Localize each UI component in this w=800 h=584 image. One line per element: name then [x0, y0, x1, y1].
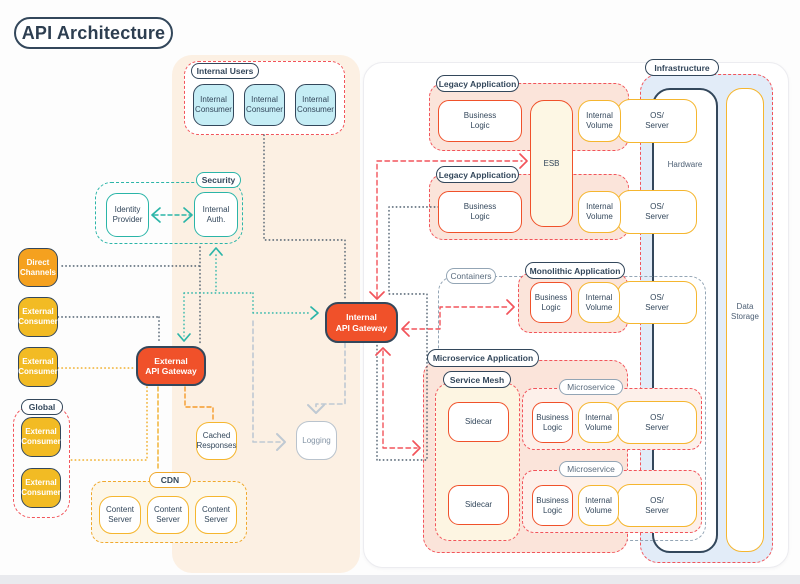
page-title-text: API Architecture: [21, 22, 166, 43]
wire-external-gateway-logging: [252, 320, 281, 443]
wire-internal-gateway-monolithic: [403, 306, 511, 330]
content-server-2: Content Server: [147, 496, 189, 534]
wire-internal-gateway-microservice: [382, 350, 418, 449]
identity-provider: Identity Provider: [106, 193, 149, 237]
esb: ESB: [530, 100, 573, 227]
arrow-right-into-esb: [519, 153, 528, 169]
pill-legacy-2: Legacy Application: [436, 166, 519, 183]
arrow-down-into-internal-gateway-top: [369, 291, 385, 300]
business-logic-1: Business Logic: [438, 100, 522, 142]
sidecar-2: Sidecar: [448, 485, 509, 525]
logging: Logging: [296, 421, 337, 460]
content-server-1: Content Server: [99, 496, 141, 534]
pill-microservice-1: Microservice: [559, 379, 623, 395]
business-logic-5: Business Logic: [532, 485, 573, 526]
pill-infrastructure: Infrastructure: [645, 59, 719, 76]
content-server-3: Content Server: [195, 496, 237, 534]
arrow-right-into-monolithic-business-logic: [506, 299, 515, 315]
wire-internal-users-to-internal-gateway: [263, 134, 346, 301]
wire-gateway-to-cached-responses: [184, 386, 214, 420]
business-logic-3: Business Logic: [530, 282, 572, 323]
internal-auth: Internal Auth.: [194, 192, 238, 237]
pill-monolithic: Monolithic Application: [525, 262, 625, 279]
wire-internal-gateway-to-legacy2: [376, 206, 451, 461]
security-group: [95, 182, 243, 244]
pill-cdn: CDN: [149, 472, 191, 488]
internal-consumer-2: Internal Consumer: [244, 84, 285, 126]
pill-microservice-app: Microservice Application: [427, 349, 539, 367]
arrow-right-into-internal-gateway: [310, 306, 319, 320]
window-bottom-edge: [0, 575, 800, 584]
external-consumer-1: External Consumer: [18, 297, 58, 337]
internal-consumer-3: Internal Consumer: [295, 84, 336, 126]
os-server-2: OS/ Server: [617, 190, 697, 234]
business-logic-4: Business Logic: [532, 402, 573, 443]
internal-volume-3: Internal Volume: [578, 282, 620, 323]
internal-consumer-1: Internal Consumer: [193, 84, 234, 126]
external-consumer-2: External Consumer: [18, 347, 58, 387]
external-consumer-3: External Consumer: [21, 417, 61, 457]
arrow-left-into-identity-provider: [151, 207, 161, 223]
wire-internal-gateway-logging: [315, 342, 346, 409]
os-server-5: OS/ Server: [617, 484, 697, 527]
arrow-right-into-logging-left: [276, 433, 286, 451]
pill-service-mesh: Service Mesh: [443, 371, 511, 388]
wire-direct-channels-to-external-gateway: [61, 246, 201, 344]
wire-internal-gateway-esb: [376, 160, 523, 298]
arrow-left-into-internal-gateway-right: [401, 321, 410, 337]
os-server-4: OS/ Server: [617, 401, 697, 444]
hardware-label: Hardware: [667, 160, 703, 170]
data-storage-band: [726, 88, 764, 552]
pill-global: Global: [21, 399, 63, 415]
arrow-up-into-internal-auth: [209, 247, 223, 256]
wire-auth-to-gateways: [183, 254, 312, 337]
pill-microservice-2: Microservice: [559, 461, 623, 477]
wire-global-to-gateway: [70, 386, 148, 461]
internal-volume-1: Internal Volume: [578, 100, 621, 142]
os-server-1: OS/ Server: [617, 99, 697, 143]
arrow-right-into-internal-auth: [183, 207, 193, 223]
pill-internal-users: Internal Users: [191, 63, 259, 79]
os-server-3: OS/ Server: [617, 281, 697, 324]
external-consumer-4: External Consumer: [21, 468, 61, 508]
internal-api-gateway: Internal API Gateway: [325, 302, 398, 343]
arrow-right-into-microservice-group: [412, 440, 421, 456]
external-api-gateway: External API Gateway: [136, 346, 206, 386]
internal-volume-5: Internal Volume: [578, 485, 619, 526]
wire-external-consumer1-to-external-gateway: [57, 316, 160, 344]
pill-containers: Containers: [446, 268, 496, 284]
arrow-down-into-external-gateway: [177, 333, 191, 342]
cached-responses: Cached Responses: [196, 422, 237, 460]
arrow-up-into-internal-gateway-bottom: [375, 347, 391, 356]
data-storage-label: Data Storage: [730, 302, 760, 321]
internal-volume-4: Internal Volume: [578, 402, 619, 443]
business-logic-2: Business Logic: [438, 191, 522, 233]
pill-legacy-1: Legacy Application: [436, 75, 519, 92]
sidecar-1: Sidecar: [448, 402, 509, 442]
arrow-down-into-logging-top: [307, 404, 325, 414]
pill-security: Security: [196, 172, 241, 188]
internal-volume-2: Internal Volume: [578, 191, 621, 233]
direct-channels: Direct Channels: [18, 248, 58, 287]
page-title: API Architecture: [14, 17, 173, 49]
